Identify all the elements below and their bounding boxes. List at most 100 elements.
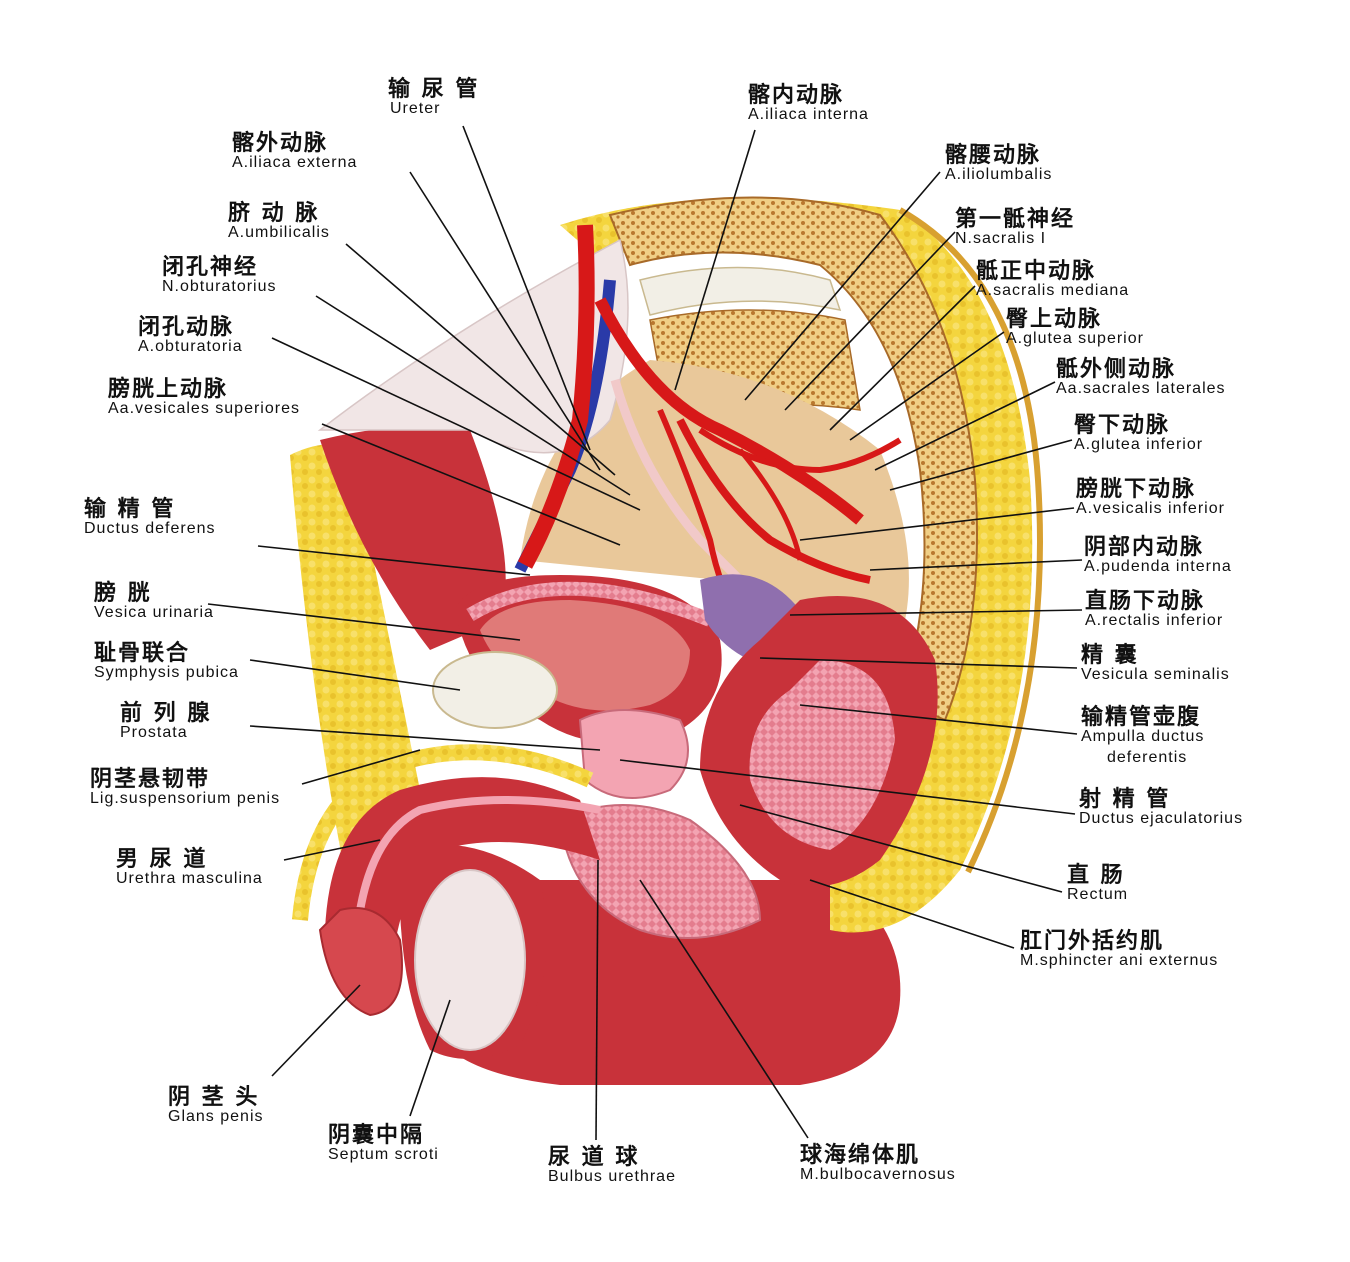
label-ureter-en: Ureter	[390, 100, 441, 118]
leader-iliaca-externa	[409, 171, 601, 471]
label-glans-penis-zh: 阴 茎 头	[168, 1085, 260, 1110]
ureter-tube	[610, 378, 764, 604]
leader-urethra	[283, 839, 381, 861]
label-bulbus-urethrae-zh: 尿 道 球	[548, 1145, 640, 1170]
label-lig-suspensorium: 阴茎悬韧带 Lig.suspensorium penis	[90, 768, 280, 808]
label-sacralis-mediana-en: A.sacralis mediana	[976, 282, 1130, 300]
leader-glutea-superior	[849, 331, 1005, 441]
label-vesicula-seminalis: 精 囊 Vesicula seminalis	[1081, 644, 1230, 684]
label-ductus-deferens-en: Ductus deferens	[84, 520, 216, 538]
label-septum-scroti-en: Septum scroti	[328, 1146, 439, 1164]
leader-sphincter-ani	[809, 879, 1015, 949]
leader-septum-scroti	[409, 999, 451, 1117]
label-ampulla-en: Ampulla ductus	[1081, 728, 1205, 746]
label-sphincter-ani: 肛门外括约肌 M.sphincter ani externus	[1020, 930, 1218, 970]
label-ampulla-en2: deferentis	[1107, 748, 1188, 766]
leader-sacrales-laterales	[874, 381, 1056, 471]
label-vesicalis-inferior: 膀胱下动脉 A.vesicalis inferior	[1076, 478, 1225, 518]
urethra-canal	[351, 796, 601, 961]
label-pudenda-interna-en: A.pudenda interna	[1084, 558, 1232, 576]
label-vesica-urinaria-zh: 膀 胱	[94, 581, 152, 606]
label-ductus-deferens-zh: 输 精 管	[84, 497, 176, 522]
label-umbilicalis-zh: 脐 动 脉	[228, 201, 320, 226]
leader-sacralis-mediana	[829, 285, 976, 431]
testis	[414, 869, 526, 1051]
label-glutea-inferior: 臀下动脉 A.glutea inferior	[1074, 414, 1203, 454]
leader-iliolumbalis	[744, 171, 941, 401]
leader-vesicalis-inferior	[799, 507, 1075, 541]
label-obturatoria-en: A.obturatoria	[138, 338, 243, 356]
label-glutea-inferior-zh: 臀下动脉	[1074, 413, 1171, 438]
label-ductus-deferens: 输 精 管 Ductus deferens	[84, 498, 216, 538]
label-symphysis-pubica-zh: 耻骨联合	[94, 641, 191, 666]
label-vesicula-seminalis-zh: 精 囊	[1081, 643, 1139, 668]
label-rectum: 直 肠 Rectum	[1067, 864, 1128, 904]
penis-fat-sheath	[292, 744, 594, 921]
label-rectum-zh: 直 肠	[1067, 863, 1125, 888]
label-septum-scroti-zh: 阴囊中隔	[328, 1123, 425, 1148]
leader-lig-suspensorium	[301, 749, 421, 785]
label-obturatoria-zh: 闭孔动脉	[138, 315, 235, 340]
leader-prostata	[249, 725, 601, 751]
leader-rectum	[739, 804, 1063, 893]
label-glutea-superior-en: A.glutea superior	[1006, 330, 1144, 348]
pubic-symphysis	[432, 651, 558, 729]
artery-branch-1	[676, 418, 871, 584]
glans	[318, 907, 403, 1017]
label-obturatoria: 闭孔动脉 A.obturatoria	[138, 316, 243, 356]
label-umbilicalis: 脐 动 脉 A.umbilicalis	[228, 202, 330, 242]
label-iliaca-externa-zh: 髂外动脉	[232, 131, 329, 156]
label-iliolumbalis-en: A.iliolumbalis	[945, 166, 1053, 184]
leader-iliaca-interna	[674, 129, 756, 391]
back-skin	[898, 207, 1043, 874]
label-vesica-urinaria-en: Vesica urinaria	[94, 604, 214, 622]
label-iliolumbalis: 髂腰动脉 A.iliolumbalis	[945, 144, 1052, 184]
label-vesicales-superiores-en: Aa.vesicales superiores	[108, 400, 300, 418]
label-glutea-superior: 臀上动脉 A.glutea superior	[1006, 308, 1144, 348]
leader-lines	[207, 125, 1083, 1141]
bladder-mucosa	[466, 581, 713, 627]
label-prostata-en: Prostata	[120, 724, 188, 742]
label-pudenda-interna-zh: 阴部内动脉	[1084, 535, 1205, 560]
label-sacrales-laterales-zh: 骶外侧动脉	[1056, 357, 1177, 382]
label-symphysis-pubica-en: Symphysis pubica	[94, 664, 239, 682]
leader-pudenda-interna	[869, 559, 1083, 571]
leader-glans-penis	[271, 984, 361, 1077]
label-urethra: 男 尿 道 Urethra masculina	[116, 848, 263, 888]
label-sacralis-I: 第一骶神经 N.sacralis I	[955, 208, 1075, 248]
leader-ureter	[462, 125, 591, 451]
label-obturatorius-zh: 闭孔神经	[162, 255, 259, 280]
leader-ampulla	[799, 704, 1078, 735]
label-rectalis-inferior-en: A.rectalis inferior	[1085, 612, 1224, 630]
iliac-artery-internal	[594, 297, 864, 525]
label-iliaca-interna: 髂内动脉 A.iliaca interna	[748, 84, 869, 124]
label-sphincter-ani-en: M.sphincter ani externus	[1020, 952, 1219, 970]
abdominal-muscle	[320, 426, 506, 650]
label-sphincter-ani-zh: 肛门外括约肌	[1020, 929, 1165, 954]
label-bulbus-urethrae-en: Bulbus urethrae	[548, 1168, 676, 1186]
label-sacralis-mediana-zh: 骶正中动脉	[976, 259, 1097, 284]
leader-ductus-deferens	[257, 545, 531, 576]
intervertebral-disc	[639, 266, 842, 316]
label-bulbocavernosus-zh: 球海绵体肌	[800, 1143, 921, 1168]
artery-branch-2	[698, 427, 902, 474]
label-ureter-zh: 输 尿 管	[388, 77, 480, 102]
artery-branch-4	[738, 448, 803, 561]
label-vesicula-seminalis-en: Vesicula seminalis	[1081, 666, 1230, 684]
label-iliaca-externa: 髂外动脉 A.iliaca externa	[232, 132, 357, 172]
label-sacrales-laterales: 骶外侧动脉 Aa.sacrales laterales	[1056, 358, 1226, 398]
label-vesicalis-inferior-en: A.vesicalis inferior	[1076, 500, 1225, 518]
leader-vesicales-superiores	[321, 423, 621, 546]
label-iliaca-interna-zh: 髂内动脉	[748, 83, 845, 108]
label-rectalis-inferior: 直肠下动脉 A.rectalis inferior	[1085, 590, 1223, 630]
leader-umbilicalis	[345, 243, 616, 476]
label-bulbus-urethrae: 尿 道 球 Bulbus urethrae	[548, 1146, 676, 1186]
label-obturatorius-en: N.obturatorius	[162, 278, 277, 296]
label-pudenda-interna: 阴部内动脉 A.pudenda interna	[1084, 536, 1232, 576]
label-vesicalis-inferior-zh: 膀胱下动脉	[1076, 477, 1197, 502]
label-ureter: 输 尿 管 Ureter	[388, 78, 479, 118]
label-prostata: 前 列 腺 Prostata	[120, 702, 211, 742]
label-lig-suspensorium-zh: 阴茎悬韧带	[90, 767, 211, 792]
label-lig-suspensorium-en: Lig.suspensorium penis	[90, 790, 281, 808]
